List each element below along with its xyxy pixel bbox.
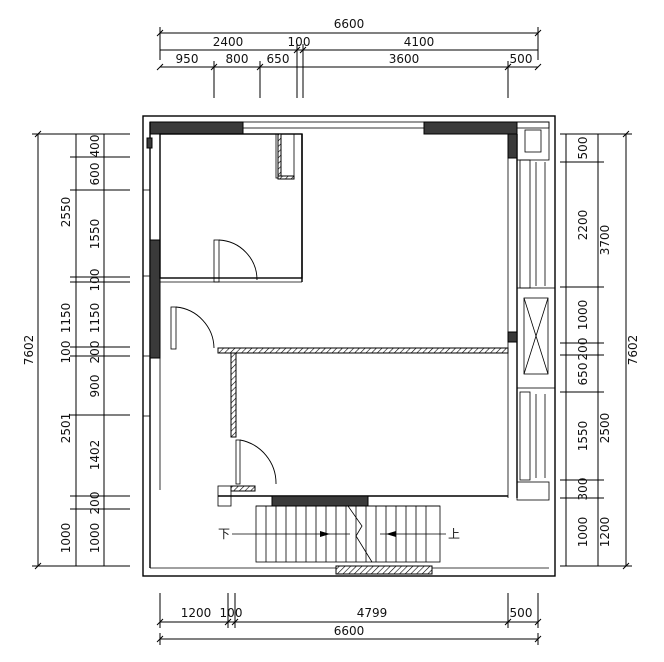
dim-top-r2-a: 950 — [176, 52, 199, 66]
dim-left-r1-c: 100 — [59, 341, 73, 364]
wall-hatched-vertical — [230, 352, 237, 438]
wall-hatched-middle — [217, 347, 509, 354]
dim-top-r2-c: 650 — [267, 52, 290, 66]
dim-top-r1-c: 4100 — [404, 35, 435, 49]
door-swing-bathroom — [218, 239, 258, 281]
dim-bot-total: 6600 — [334, 624, 365, 638]
dim-right-r2-e: 650 — [576, 363, 590, 386]
door-swing-left — [175, 306, 215, 349]
stair-label-down: 下 — [218, 527, 230, 541]
dim-right-r2-f: 1550 — [576, 421, 590, 452]
stairs: 下 上 — [218, 505, 460, 563]
bottom-dimensions: 1200 100 4799 500 6600 — [156, 593, 542, 645]
dim-right-r1-c: 1200 — [598, 517, 612, 548]
wall-solid-left — [149, 239, 161, 359]
dim-right-r2-b: 2200 — [576, 210, 590, 241]
wall-hatched-bottom — [335, 565, 433, 575]
dim-bot-r1-a: 1200 — [181, 606, 212, 620]
dim-left-r1-e: 1000 — [59, 523, 73, 554]
dim-top-r2-d: 3600 — [389, 52, 420, 66]
plan-outline — [142, 115, 556, 577]
dim-left-total: 7602 — [22, 335, 36, 366]
door-leaf-lower — [235, 439, 241, 485]
dim-right-r2-d: 200 — [576, 338, 590, 361]
door-swing-lower — [239, 439, 277, 485]
stair-label-up: 上 — [448, 527, 460, 541]
arrow-down-icon — [320, 531, 330, 537]
dim-bot-r1-c: 4799 — [357, 606, 388, 620]
dim-left-r2-a: 400 — [88, 135, 102, 158]
dim-left-r2-f: 200 — [88, 341, 102, 364]
top-dimensions: 6600 2400 100 4100 950 800 650 3600 500 — [156, 17, 542, 98]
arrow-up-icon — [386, 531, 396, 537]
dim-left-r2-c: 1550 — [88, 219, 102, 250]
dim-left-r2-d: 100 — [88, 269, 102, 292]
dim-left-r1-a: 2550 — [59, 197, 73, 228]
wall-solid-top-right — [423, 121, 518, 135]
wall-solid-bottom — [271, 495, 369, 507]
dim-top-total: 6600 — [334, 17, 365, 31]
dim-right-r1-b: 2500 — [598, 413, 612, 444]
doors — [170, 239, 277, 485]
dim-right-r2-g: 300 — [576, 478, 590, 501]
dim-bot-r1-b: 100 — [220, 606, 243, 620]
dim-right-total: 7602 — [626, 335, 640, 366]
dim-top-r1-b: 100 — [288, 35, 311, 49]
dim-right-r1-a: 3700 — [598, 225, 612, 256]
dim-top-r2-e: 500 — [510, 52, 533, 66]
dim-left-r2-h: 1402 — [88, 440, 102, 471]
dim-right-r2-c: 1000 — [576, 300, 590, 331]
dim-right-r2-h: 1000 — [576, 517, 590, 548]
dim-left-r1-d: 2501 — [59, 413, 73, 444]
door-leaf-left — [170, 306, 177, 350]
dim-right-r2-a: 500 — [576, 137, 590, 160]
left-dimensions: 7602 2550 1150 100 2501 1000 400 600 155… — [22, 130, 130, 570]
dim-left-r2-g: 900 — [88, 375, 102, 398]
dim-left-r2-e: 1150 — [88, 303, 102, 334]
door-leaf-bathroom — [213, 239, 220, 283]
dim-left-r2-b: 600 — [88, 163, 102, 186]
dim-bot-r1-d: 500 — [510, 606, 533, 620]
dim-left-r2-j: 1000 — [88, 523, 102, 554]
dim-top-r2-b: 800 — [226, 52, 249, 66]
right-dimensions: 7602 3700 2500 1200 500 2200 1000 200 65… — [560, 130, 640, 570]
wall-solid-top-left — [149, 121, 244, 135]
dim-left-r1-b: 1150 — [59, 303, 73, 334]
dim-left-r2-i: 200 — [88, 492, 102, 515]
dim-top-r1-a: 2400 — [213, 35, 244, 49]
